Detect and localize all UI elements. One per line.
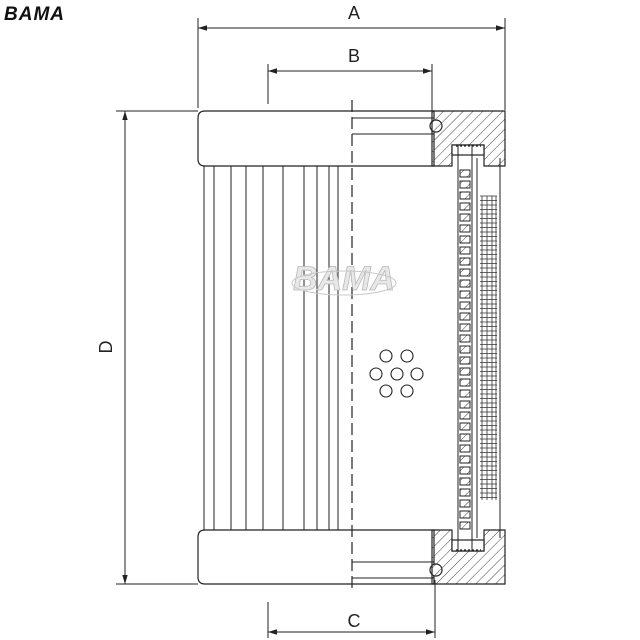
tube-segment [459, 224, 471, 233]
circle-hole-icon [410, 367, 424, 381]
top-cap-section [431, 110, 506, 167]
tube-segment [459, 488, 471, 497]
tube-segment [459, 389, 471, 398]
tube-segment [459, 400, 471, 409]
tube-segment [459, 257, 471, 266]
tube-segment [459, 444, 471, 453]
tube-segment [459, 202, 471, 211]
dimension-c-label: C [348, 611, 361, 631]
dimension-d-label: D [96, 341, 116, 354]
outer-cage-section [457, 145, 501, 551]
perforated-tube-section [459, 169, 471, 530]
tube-segment [459, 345, 471, 354]
tube-segment [459, 279, 471, 288]
tube-segment [459, 323, 471, 332]
tube-segment [459, 510, 471, 519]
mesh-layer-section [480, 195, 497, 500]
tube-segment [459, 268, 471, 277]
tube-segment [459, 301, 471, 310]
pleated-filter-media [203, 166, 339, 530]
circle-hole-icon [379, 349, 393, 363]
tube-segment [459, 433, 471, 442]
tube-segment [459, 290, 471, 299]
tube-segment [459, 235, 471, 244]
dimension-a-label: A [348, 3, 360, 23]
bottom-seal-groove [352, 561, 434, 579]
dimension-c [267, 580, 436, 638]
tube-segment [459, 169, 471, 178]
tube-segment [459, 411, 471, 420]
tube-segment [459, 180, 471, 189]
top-end-cap [197, 110, 435, 167]
dimension-b [267, 64, 433, 118]
tube-segment [459, 455, 471, 464]
tube-segment [459, 191, 471, 200]
tube-segment [459, 312, 471, 321]
tube-segment [459, 521, 471, 530]
tube-segment [459, 334, 471, 343]
dimension-d [116, 110, 198, 585]
tube-segment [459, 378, 471, 387]
watermark-logo: BAMA [293, 260, 395, 298]
tube-segment [459, 466, 471, 475]
brand-logo: BAMA [4, 4, 65, 25]
circle-hole-icon [400, 349, 414, 363]
circle-hole-icon [379, 384, 393, 398]
circle-hole-icon [390, 367, 404, 381]
tube-segment [459, 477, 471, 486]
tube-segment [459, 356, 471, 365]
tube-segment [459, 499, 471, 508]
hole-pattern [369, 349, 424, 398]
circle-hole-icon [369, 367, 383, 381]
tube-segment [459, 213, 471, 222]
top-seal-groove [352, 117, 434, 135]
bottom-cap-section [431, 529, 506, 585]
dimension-a [197, 18, 506, 110]
dimension-b-label: B [348, 46, 360, 66]
bottom-end-cap [197, 529, 435, 585]
watermark-swoosh [291, 270, 397, 296]
tube-segment [459, 367, 471, 376]
circle-hole-icon [400, 384, 414, 398]
tube-segment [459, 246, 471, 255]
tube-segment [459, 422, 471, 431]
